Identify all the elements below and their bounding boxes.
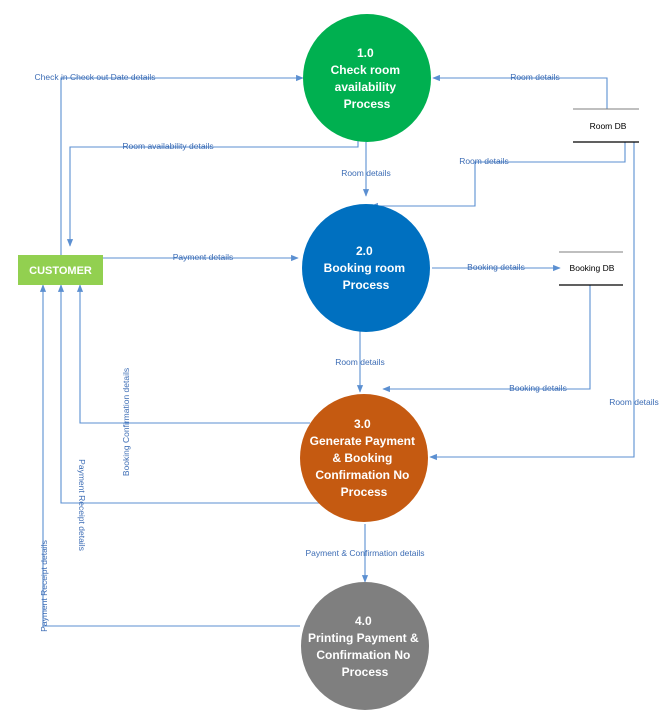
process-4-line-2: Confirmation No <box>316 648 410 662</box>
flow-payment-receipt-line-2 <box>39 284 300 627</box>
flow-roomdb-to-p3-line <box>429 142 635 461</box>
flow-label-booking-details-2: Booking details <box>509 383 567 393</box>
flow-label-room-details-4: Room details <box>335 357 385 367</box>
process-1-line-2: availability <box>335 80 397 94</box>
process-2-circle <box>302 204 430 332</box>
flow-roomdb-to-p2-line <box>370 142 626 210</box>
process-3-line-3: Confirmation No <box>315 468 409 482</box>
booking-db-store: Booking DB <box>559 251 623 286</box>
process-2-label: 2.0 Booking room Process <box>324 244 409 292</box>
process-4: 4.0 Printing Payment & Confirmation No P… <box>301 582 429 710</box>
flow-label-booking-confirmation: Booking Confirmation details <box>121 368 131 476</box>
flow-payment-receipt-line-1 <box>57 284 320 504</box>
process-4-id: 4.0 <box>355 614 372 628</box>
process-1-line-1: Check room <box>331 63 400 77</box>
flow-label-room-details-1: Room details <box>510 72 560 82</box>
process-4-line-3: Process <box>342 665 389 679</box>
flow-label-room-details-2: Room details <box>341 168 391 178</box>
process-3-line-1: Generate Payment <box>310 434 415 448</box>
customer-box <box>18 255 103 285</box>
room-db-label: Room DB <box>590 121 627 131</box>
process-1: 1.0 Check room availability Process <box>303 14 431 142</box>
flow-label-payment-confirmation: Payment & Confirmation details <box>305 548 424 558</box>
process-2-line-2: Process <box>343 278 390 292</box>
flow-label-room-details-5: Room details <box>609 397 659 407</box>
flow-room-availability-line <box>66 138 359 247</box>
process-2-line-1: Booking room <box>324 261 405 275</box>
process-4-label: 4.0 Printing Payment & Confirmation No P… <box>308 614 422 679</box>
flow-roomdb-to-p1-line <box>432 74 608 109</box>
process-4-line-1: Printing Payment & <box>308 631 419 645</box>
process-3-line-4: Process <box>341 485 388 499</box>
process-2: 2.0 Booking room Process <box>302 204 430 332</box>
flow-label-payment-details: Payment details <box>173 252 233 262</box>
flow-label-room-availability: Room availability details <box>122 141 213 151</box>
process-3-line-2: & Booking <box>332 451 392 465</box>
process-1-id: 1.0 <box>357 46 374 60</box>
process-1-label: 1.0 Check room availability Process <box>331 46 404 111</box>
process-3-id: 3.0 <box>354 417 371 431</box>
room-db-store: Room DB <box>573 108 639 143</box>
flow-label-room-details-3: Room details <box>459 156 509 166</box>
flow-booking-confirmation-line <box>76 284 310 424</box>
flow-bookingdb-to-p3-line <box>382 285 591 393</box>
process-2-id: 2.0 <box>356 244 373 258</box>
process-1-circle <box>303 14 431 142</box>
flow-label-booking-details-1: Booking details <box>467 262 525 272</box>
process-3-label: 3.0 Generate Payment & Booking Confirmat… <box>310 417 419 499</box>
flow-checkin-line <box>60 74 304 257</box>
flow-label-checkin: Check in Check out Date details <box>35 72 156 82</box>
flow-label-payment-receipt-2: Payment Receipt details <box>39 540 49 632</box>
process-3-circle <box>300 394 428 522</box>
customer-entity: CUSTOMER <box>18 255 103 285</box>
process-4-circle <box>301 582 429 710</box>
process-3: 3.0 Generate Payment & Booking Confirmat… <box>300 394 428 522</box>
flow-label-payment-receipt-1: Payment Receipt details <box>77 459 87 551</box>
process-1-line-3: Process <box>344 97 391 111</box>
booking-db-label: Booking DB <box>570 263 615 273</box>
customer-label: CUSTOMER <box>29 265 92 277</box>
